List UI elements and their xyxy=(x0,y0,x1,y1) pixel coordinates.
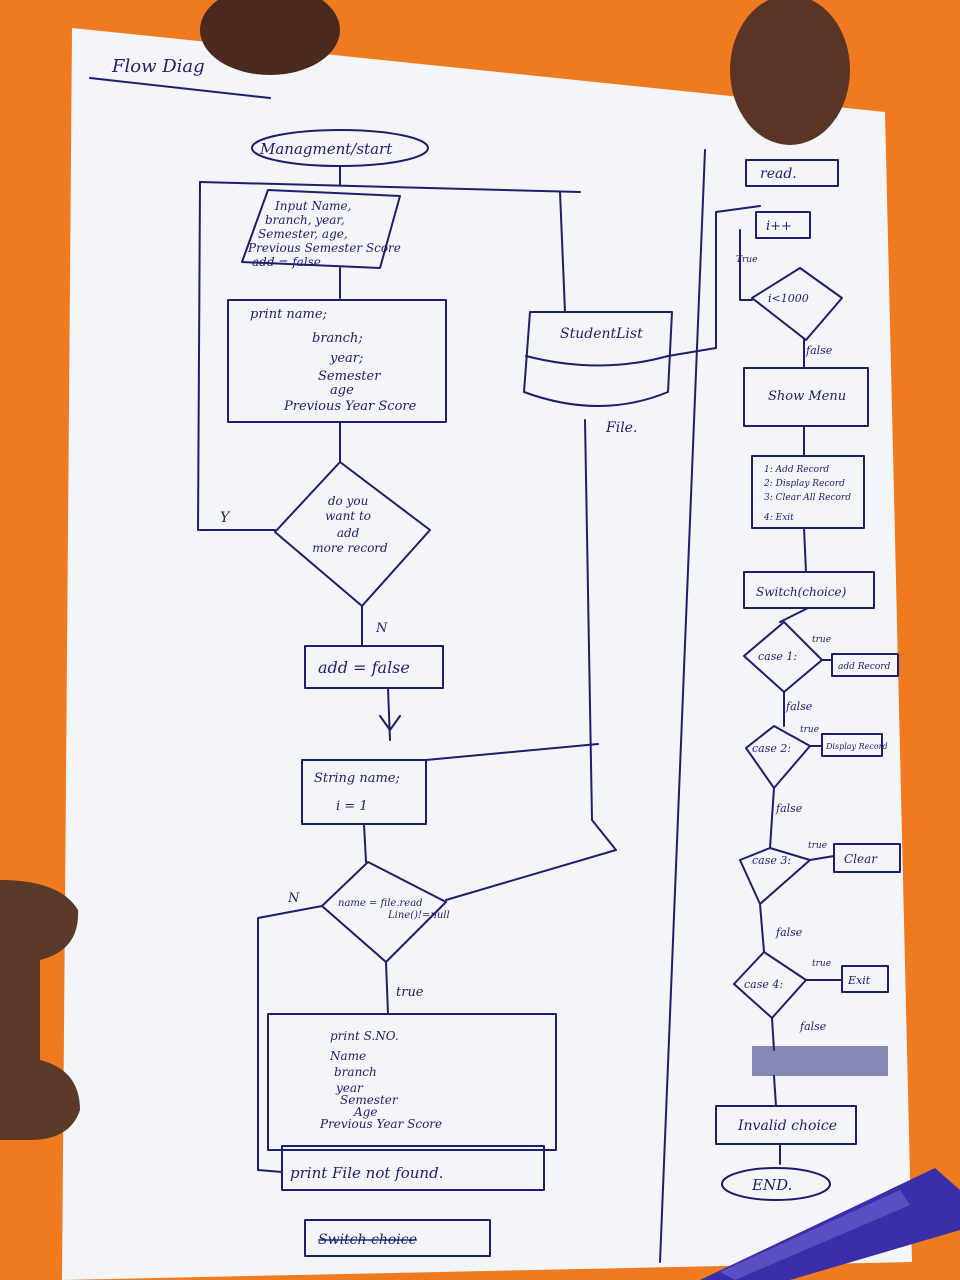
arrow-to-file xyxy=(559,191,566,313)
print-box xyxy=(227,299,447,423)
case1-action-box xyxy=(831,653,899,677)
case1-true-label: true xyxy=(812,635,831,645)
print-records-text: print S.NO. Name branch year Semester Ag… xyxy=(319,1029,442,1131)
decision-add-text: do you want to add more record xyxy=(312,494,388,555)
yes-label: Y xyxy=(220,510,231,526)
print-records-box xyxy=(267,1013,557,1151)
case3-false-arrow xyxy=(759,903,765,953)
set-add-false-box xyxy=(304,645,444,689)
decision-counter xyxy=(751,267,843,341)
scribbled-box xyxy=(304,1219,491,1257)
case4-true-label: true xyxy=(812,959,831,969)
finger-top-left xyxy=(200,0,340,75)
case2-false-label: false xyxy=(775,802,803,815)
options-list: 1: Add Record 2: Display Record 3: Clear… xyxy=(763,465,854,523)
invalid-choice-label: Invalid choice xyxy=(737,1118,837,1134)
top-loop-line xyxy=(199,181,581,193)
pen xyxy=(700,1168,960,1280)
print-text: print name; branch; year; Semester age P… xyxy=(250,307,417,414)
case3-false-label: false xyxy=(775,926,803,939)
case2-action-box xyxy=(821,733,883,757)
case2-true-label: true xyxy=(800,725,819,735)
false-label-1: false xyxy=(805,344,833,357)
arrow-init-loop xyxy=(363,823,367,863)
not-found-text: print File not found. xyxy=(290,1164,443,1182)
switch-label: Switch(choice) xyxy=(756,585,847,599)
show-menu-box xyxy=(743,367,869,427)
arrow-switch-case1 xyxy=(779,607,809,623)
arrow-to-invalid xyxy=(773,1075,777,1107)
arrow-add-init xyxy=(379,687,401,741)
end-label: END. xyxy=(751,1176,792,1194)
case1-false-label: false xyxy=(785,700,813,713)
options-box xyxy=(751,455,865,529)
yes-loop-line xyxy=(197,181,276,531)
end-terminal xyxy=(721,1167,831,1201)
file-cylinder xyxy=(523,311,673,407)
case3-action-box xyxy=(833,843,901,873)
case4-action-box xyxy=(841,965,889,993)
paper xyxy=(62,28,912,1280)
show-menu-label: Show Menu xyxy=(768,389,846,404)
title-underline xyxy=(89,77,271,99)
file-to-right xyxy=(667,347,717,357)
hand-left xyxy=(0,880,80,1140)
loop-back-line xyxy=(739,229,753,301)
case1-label: case 1: xyxy=(758,650,797,663)
case4-false-arrow xyxy=(771,1017,775,1051)
case3-true-label: true xyxy=(808,841,827,851)
file-cylinder-arc xyxy=(525,355,669,367)
loop-no-label: N xyxy=(287,891,300,906)
not-found-box xyxy=(281,1145,545,1191)
case3-action: Clear xyxy=(844,852,878,866)
arrow-to-loop xyxy=(715,205,761,349)
decision-counter-label: i<1000 xyxy=(768,292,809,305)
case4-label: case 4: xyxy=(744,978,783,991)
invalid-choice-box xyxy=(715,1105,857,1145)
arrow-options-switch xyxy=(803,527,807,573)
read-box xyxy=(745,159,839,187)
scribbled-text: Switch choice xyxy=(318,1232,417,1248)
input-text: Input Name, branch, year, Semester, age,… xyxy=(247,199,405,269)
start-label: Managment/start xyxy=(259,140,393,158)
case3-label: case 3: xyxy=(752,854,791,867)
file-caption: File. xyxy=(605,420,637,436)
case2-action: Display Record xyxy=(825,742,888,751)
file-label: StudentList xyxy=(560,326,643,342)
finger-top-right xyxy=(730,0,850,145)
case1-action: add Record xyxy=(838,662,891,672)
decision-read-text: name = file.read Line()!=null xyxy=(338,898,450,921)
no-label: N xyxy=(375,621,388,636)
column-divider xyxy=(659,149,706,1263)
file-to-loop xyxy=(445,419,617,901)
input-box xyxy=(241,189,401,269)
case4-false-label: false xyxy=(799,1020,827,1033)
increment-box xyxy=(755,211,811,239)
arrow-loop-true xyxy=(385,961,389,1015)
init-text: String name; i = 1 xyxy=(314,771,404,814)
loop-true-label: true xyxy=(396,985,424,1000)
loop-no-line xyxy=(257,905,323,1173)
read-label: read. xyxy=(760,166,797,182)
increment-label: i++ xyxy=(766,219,792,234)
right-scribble xyxy=(752,1046,888,1076)
file-connector xyxy=(425,743,599,761)
set-add-false-text: add = false xyxy=(318,658,410,677)
case4-action: Exit xyxy=(847,974,871,987)
case2-false-arrow xyxy=(769,787,775,849)
case3-true-arrow xyxy=(809,855,835,861)
true-label: True xyxy=(736,255,757,265)
page-title: Flow Diag xyxy=(111,56,205,77)
case2-label: case 2: xyxy=(752,742,791,755)
